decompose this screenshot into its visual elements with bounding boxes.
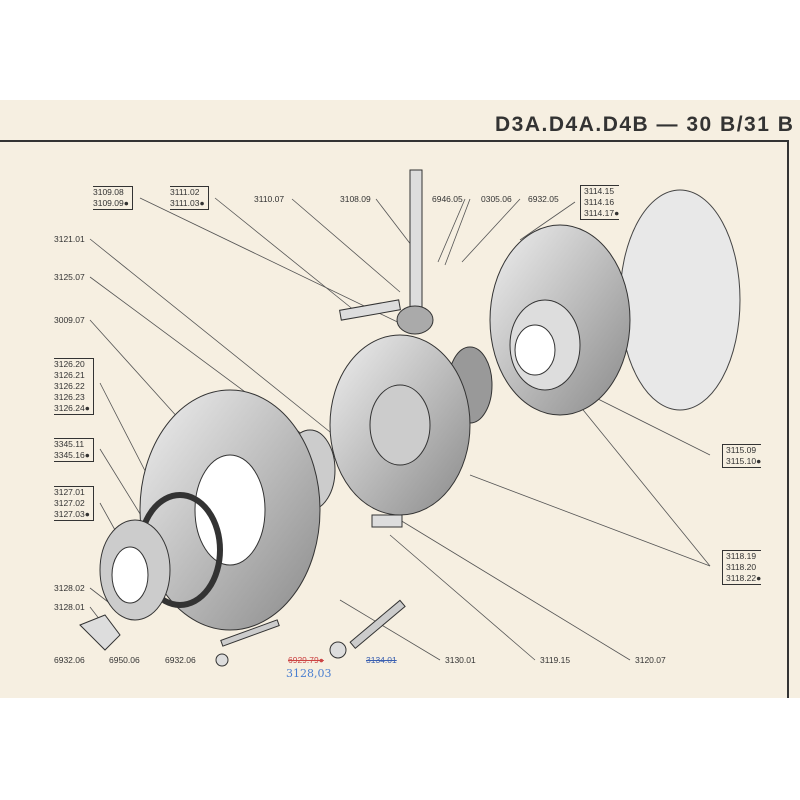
frame-border-right bbox=[787, 140, 789, 698]
part-number: 3126.21 bbox=[54, 370, 85, 380]
part-number: 3109.08 bbox=[93, 187, 124, 197]
part-label-3120-07: 3120.07 bbox=[635, 655, 666, 665]
part-label-6932-06: 6932.06 bbox=[165, 655, 196, 665]
part-number: 3114.15 bbox=[584, 186, 615, 196]
part-group-3115: 3115.09 3115.10● bbox=[722, 444, 762, 468]
part-label-3134-01-struck: 3134.01 bbox=[366, 655, 397, 665]
leader-lines bbox=[89, 197, 711, 661]
part-number: 3345.16● bbox=[54, 450, 90, 460]
part-label-3128-02: 3128.02 bbox=[54, 583, 85, 593]
part-label-3110-07: 3110.07 bbox=[254, 194, 285, 204]
part-label-6932-06: 6932.06 bbox=[54, 655, 85, 665]
part-number: 3118.20 bbox=[726, 562, 757, 572]
handwritten-correction-3128-03: 3128,03 bbox=[286, 667, 332, 680]
part-number: 3126.22 bbox=[54, 381, 85, 391]
part-number: 3114.16 bbox=[584, 197, 615, 207]
part-label-0305-06: 0305.06 bbox=[481, 194, 512, 204]
frame-border-top bbox=[0, 140, 788, 142]
part-label-3130-01: 3130.01 bbox=[445, 655, 476, 665]
part-label-6946-05: 6946.05 bbox=[432, 194, 463, 204]
part-label-6950-06: 6950.06 bbox=[109, 655, 140, 665]
part-group-3127: 3127.01 3127.02 3127.03● bbox=[54, 486, 94, 521]
part-label-3121-01: 3121.01 bbox=[54, 234, 85, 244]
part-group-3126: 3126.20 3126.21 3126.22 3126.23 3126.24● bbox=[54, 358, 94, 415]
part-number: 3126.23 bbox=[54, 392, 85, 402]
part-label-3128-01: 3128.01 bbox=[54, 602, 85, 612]
part-number: 3115.09 bbox=[726, 445, 757, 455]
part-number: 3127.03● bbox=[54, 509, 90, 519]
part-number: 3127.02 bbox=[54, 498, 85, 508]
part-number: 3126.20 bbox=[54, 359, 85, 369]
part-label-6929-79-struck: 6929.79● bbox=[288, 655, 324, 665]
part-number: 3118.22● bbox=[726, 573, 762, 583]
part-group-3114: 3114.15 3114.16 3114.17● bbox=[580, 185, 620, 220]
part-number: 3109.09● bbox=[93, 198, 129, 208]
part-label-3108-09: 3108.09 bbox=[340, 194, 371, 204]
part-group-3345: 3345.11 3345.16● bbox=[54, 438, 94, 462]
part-group-3111: 3111.02 3111.03● bbox=[170, 186, 209, 210]
part-number: 3111.03● bbox=[170, 198, 205, 208]
part-number: 3345.11 bbox=[54, 439, 85, 449]
part-label-6932-05: 6932.05 bbox=[528, 194, 559, 204]
part-number: 3114.17● bbox=[584, 208, 620, 218]
part-number: 3126.24● bbox=[54, 403, 90, 413]
part-number: 3127.01 bbox=[54, 487, 85, 497]
part-group-3118: 3118.19 3118.20 3118.22● bbox=[722, 550, 762, 585]
part-label-3119-15: 3119.15 bbox=[540, 655, 571, 665]
part-number: 3115.10● bbox=[726, 456, 762, 466]
page-title: D3A.D4A.D4B — 30 B/31 B bbox=[495, 113, 795, 136]
part-group-3109: 3109.08 3109.09● bbox=[93, 186, 133, 210]
part-number: 3111.02 bbox=[170, 187, 200, 197]
part-label-3009-07: 3009.07 bbox=[54, 315, 85, 325]
part-number: 3118.19 bbox=[726, 551, 757, 561]
part-label-3125-07: 3125.07 bbox=[54, 272, 85, 282]
